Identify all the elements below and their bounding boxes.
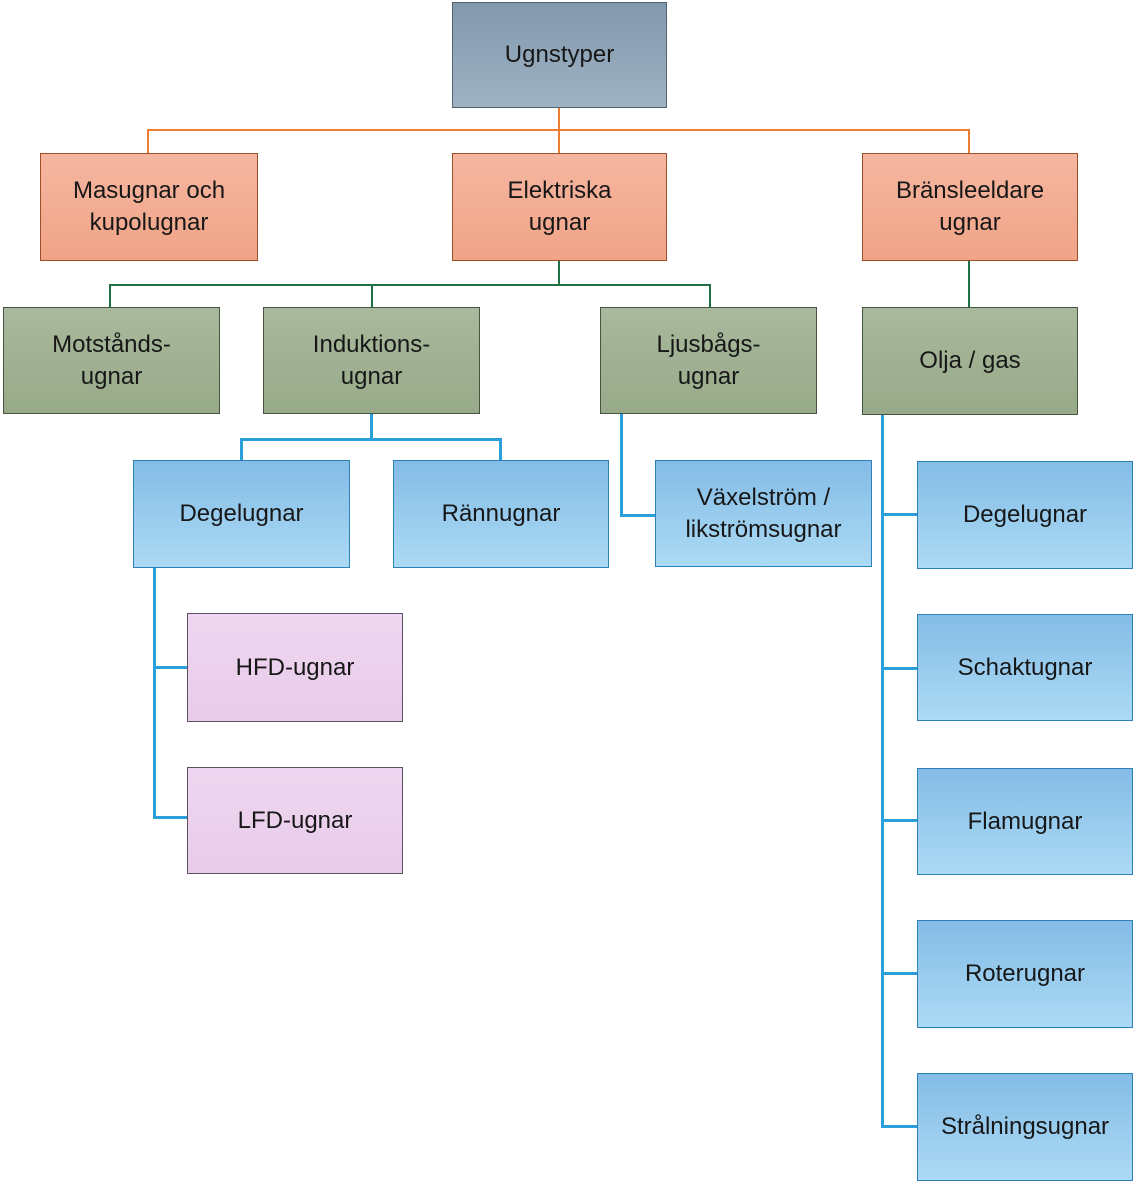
- node-lfd-ugnar: LFD-ugnar: [187, 767, 403, 874]
- connector-ljusbag-drop: [709, 284, 711, 307]
- node-ugnstyper: Ugnstyper: [452, 2, 667, 108]
- connector-level4-bus: [240, 438, 502, 441]
- connector-degel-right-stub: [881, 513, 917, 516]
- node-roterugnar: Roterugnar: [917, 920, 1133, 1028]
- connector-olja-drop: [968, 261, 970, 307]
- connector-elektriska-drop: [558, 261, 560, 285]
- node-hfd-ugnar: HFD-ugnar: [187, 613, 403, 722]
- node-induktionsugnar: Induktions- ugnar: [263, 307, 480, 414]
- connector-lfd-stub: [153, 816, 187, 819]
- node-elektriska-ugnar: Elektriska ugnar: [452, 153, 667, 261]
- node-masugnar-och-kupolugnar: Masugnar och kupolugnar: [40, 153, 258, 261]
- connector-schakt-stub: [881, 667, 917, 670]
- connector-rann-drop: [499, 438, 502, 460]
- connector-hfd-stub: [153, 666, 187, 669]
- connector-motstand-drop: [109, 284, 111, 307]
- node-schaktugnar: Schaktugnar: [917, 614, 1133, 721]
- connector-level3-bus: [109, 284, 711, 286]
- connector-degel-left-drop: [240, 438, 243, 460]
- connector-flam-stub: [881, 819, 917, 822]
- connector-ljusbag-down: [620, 414, 623, 517]
- connector-roter-stub: [881, 972, 917, 975]
- node-ljusbagsugnar: Ljusbågs- ugnar: [600, 307, 817, 414]
- connector-olja-down: [881, 415, 884, 1128]
- node-degelugnar-left: Degelugnar: [133, 460, 350, 568]
- node-flamugnar: Flamugnar: [917, 768, 1133, 875]
- node-stralningsugnar: Strålningsugnar: [917, 1073, 1133, 1181]
- node-vaxelstrom-likstromsugnar: Växelström / likströmsugnar: [655, 460, 872, 567]
- connector-stral-stub: [881, 1125, 917, 1128]
- node-rannugnar: Rännugnar: [393, 460, 609, 568]
- node-bransleeldare-ugnar: Bränsleeldare ugnar: [862, 153, 1078, 261]
- connector-masugnar-drop: [147, 129, 149, 153]
- connector-induktion-down: [370, 414, 373, 441]
- node-motstandsugnar: Motstånds- ugnar: [3, 307, 220, 414]
- connector-bransleeldare-drop: [968, 129, 970, 153]
- connector-level2-bus: [147, 129, 970, 131]
- connector-degel-left-down: [153, 568, 156, 819]
- connector-induktion-drop: [371, 284, 373, 307]
- node-olja-gas: Olja / gas: [862, 307, 1078, 415]
- node-degelugnar-right: Degelugnar: [917, 461, 1133, 569]
- connector-vaxel-stub: [620, 514, 655, 517]
